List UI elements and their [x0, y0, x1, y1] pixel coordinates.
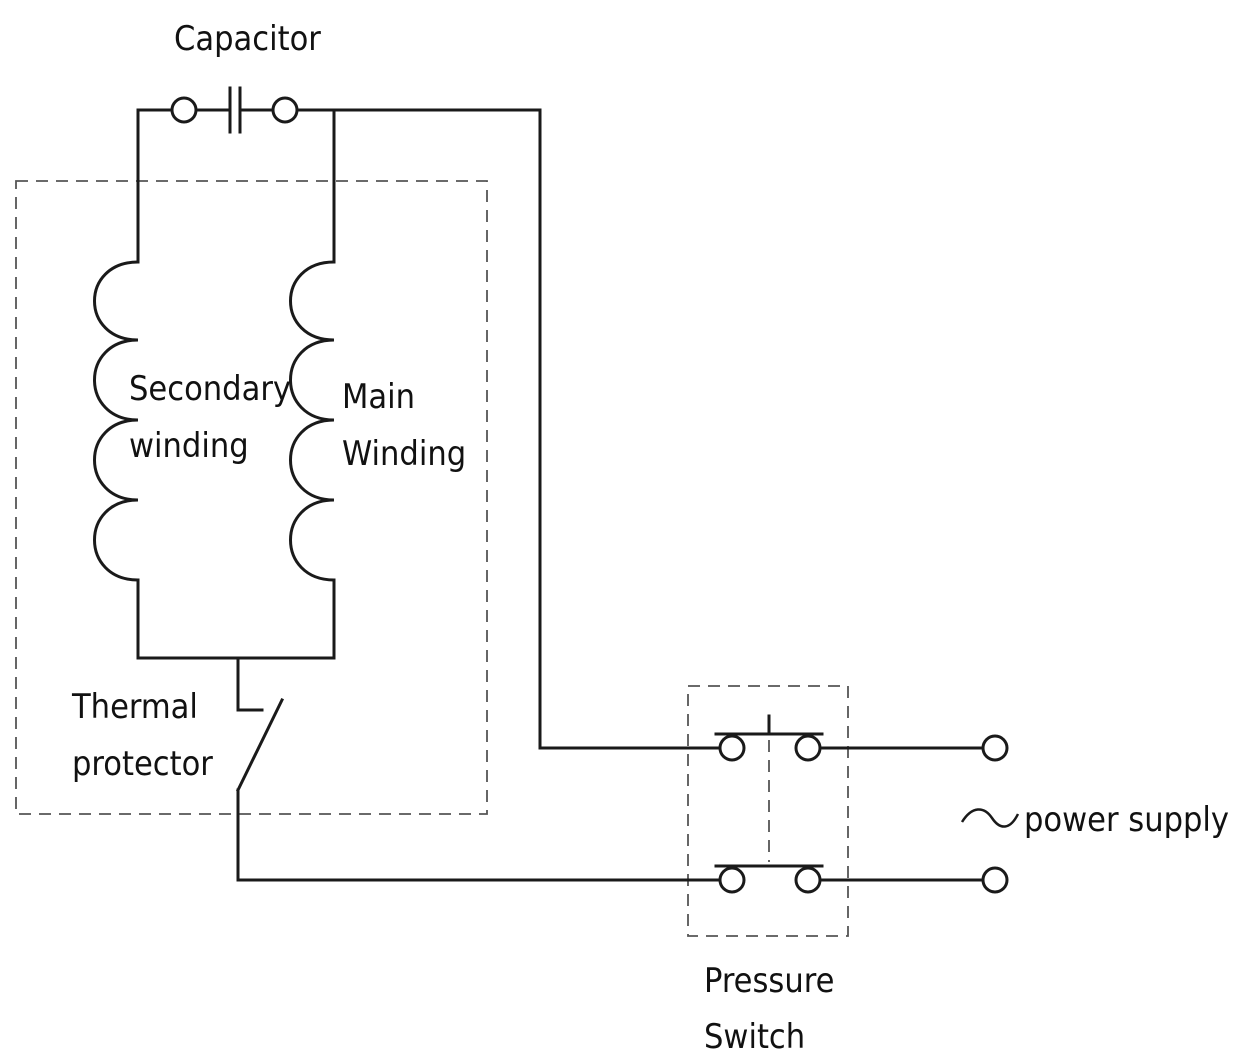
main-winding-label-line2: Winding: [342, 434, 466, 474]
capacitor-symbol: [136, 86, 542, 134]
secondary-winding-label-line2: winding: [129, 426, 249, 466]
power-supply-label: power supply: [1024, 800, 1229, 840]
supply-terminal-bottom: [981, 866, 1009, 894]
switch-lower-terminal-left: [718, 866, 746, 894]
capacitor-label: Capacitor: [174, 19, 321, 59]
thermal-protector-symbol: [136, 656, 722, 882]
switch-lower-terminal-right: [794, 866, 822, 894]
switch-upper-terminal-right: [794, 734, 822, 762]
pressure-switch-contacts: [714, 714, 824, 894]
capacitor-terminal-right: [271, 96, 299, 124]
thermal-protector-label-line1: Thermal: [71, 687, 198, 727]
pressure-switch-label-line1: Pressure: [704, 961, 834, 1001]
capacitor-terminal-left: [170, 96, 198, 124]
pressure-switch-label-line2: Switch: [704, 1017, 805, 1057]
power-supply-terminals: [818, 734, 1009, 894]
secondary-winding-label-line1: Secondary: [129, 369, 291, 409]
supply-feed-wire: [538, 108, 722, 750]
pressure-switch-enclosure: [687, 685, 849, 937]
ac-symbol-icon: [960, 808, 1020, 828]
main-winding-label-line1: Main: [342, 377, 415, 417]
supply-terminal-top: [981, 734, 1009, 762]
main-winding-coil: [289, 108, 336, 660]
thermal-protector-contact: [235, 697, 285, 793]
motor-enclosure-outline: [15, 180, 488, 815]
secondary-winding-coil: [93, 108, 140, 660]
thermal-protector-label-line2: protector: [72, 744, 213, 784]
switch-upper-terminal-left: [718, 734, 746, 762]
